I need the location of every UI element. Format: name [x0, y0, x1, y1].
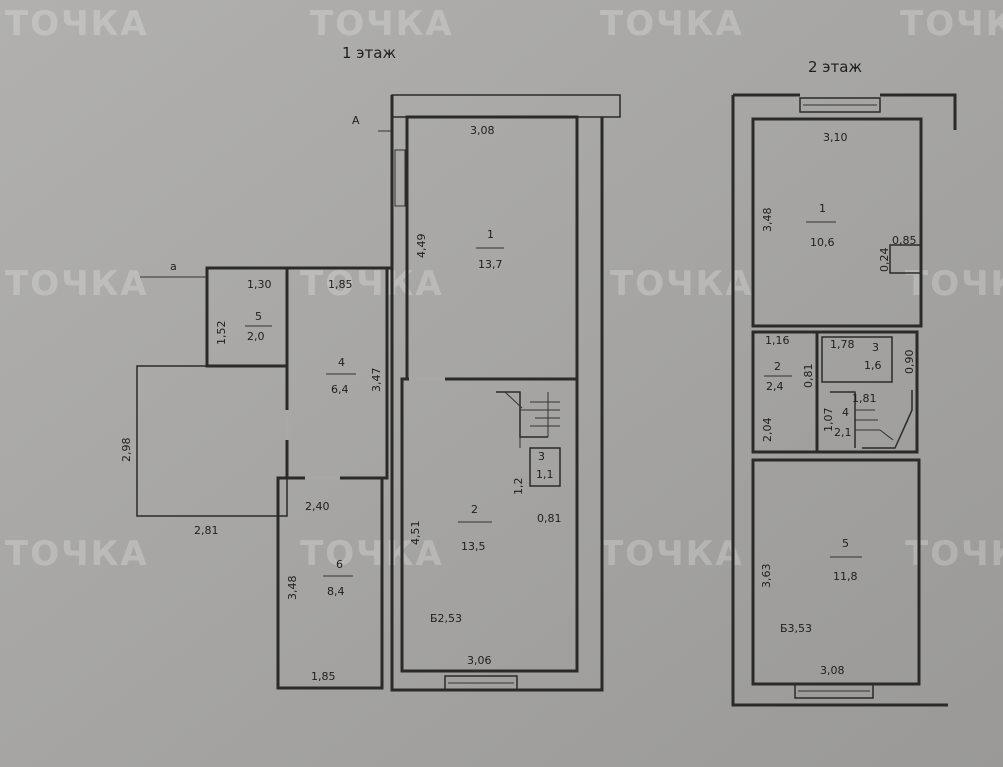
- room-3-number: 3: [538, 450, 545, 463]
- f2-room-1-number: 1: [819, 202, 826, 215]
- dim-r6-top: 2,40: [305, 500, 330, 513]
- f2-room-2-number: 2: [774, 360, 781, 373]
- dim-r5-left: 1,52: [215, 321, 228, 346]
- dim-r1-top: 3,08: [470, 124, 495, 137]
- f2-dim-r3-right: 0,90: [903, 350, 916, 375]
- room-2-walls: [400, 377, 579, 673]
- f2-dim-r2-right: 0,81: [802, 364, 815, 389]
- watermark: ТОЧКА: [905, 534, 1003, 574]
- f2-dim-r1-n2: 0,85: [892, 234, 917, 247]
- marker-a: А: [352, 114, 360, 127]
- dim-r3-small: 1,2: [512, 478, 525, 496]
- f2-dim-r4-top: 1,81: [852, 392, 877, 405]
- f2-outline-top-right: [880, 93, 957, 130]
- room-3-area: 1,1: [536, 468, 554, 481]
- room-4-number: 4: [338, 356, 345, 369]
- room-2-area: 13,5: [461, 540, 486, 553]
- watermark: ТОЧКА: [600, 534, 744, 574]
- f2-window-top: [799, 97, 881, 113]
- watermark: ТОЧКА: [5, 534, 149, 574]
- room-6-number: 6: [336, 558, 343, 571]
- f2-room-5-area: 11,8: [833, 570, 858, 583]
- room-4-area: 6,4: [331, 383, 349, 396]
- room-5: 1,30 5 2,0 1,52: [215, 278, 272, 345]
- f2-room-2-area: 2,4: [766, 380, 784, 393]
- f2-room-5-number: 5: [842, 537, 849, 550]
- dim-r2-bottom: 3,06: [467, 654, 492, 667]
- f2-room-3-walls: [821, 336, 893, 383]
- f2-dim-r2-left: 2,04: [761, 418, 774, 443]
- dim-r1-left: 4,49: [415, 234, 428, 259]
- dim-r5-top: 1,30: [247, 278, 272, 291]
- f2-room-5-walls: [751, 458, 921, 686]
- f2-room-1: 3,10 3,48 1 10,6 0,24 0,85: [761, 131, 917, 272]
- f2-dim-r1-left: 3,48: [761, 208, 774, 233]
- window-left: [394, 149, 406, 207]
- floor-1-plan: 1 этаж А а: [120, 44, 621, 692]
- watermark: ТОЧКА: [300, 534, 444, 574]
- room-3: 3 1,1 0,81 1,2: [512, 450, 562, 525]
- dim-r4-right: 3,47: [370, 368, 383, 393]
- f2-room-1-area: 10,6: [810, 236, 835, 249]
- f2-outline-left: [731, 95, 948, 707]
- room-1-number: 1: [487, 228, 494, 241]
- exterior-porch: [136, 365, 288, 517]
- room-5-number: 5: [255, 310, 262, 323]
- f2-dim-r1-n1: 0,24: [878, 248, 891, 273]
- room-2: 2 13,5 4,51 3,06 Б2,53: [409, 503, 492, 667]
- room-2-number: 2: [471, 503, 478, 516]
- watermark: ТОЧКА: [610, 264, 754, 304]
- watermarks: ТОЧКА ТОЧКА ТОЧКА ТОЧКА ТОЧКА ТОЧКА ТОЧК…: [5, 4, 1003, 574]
- f2-room-1-walls: [751, 117, 923, 328]
- f2-room-2: 1,16 2 2,4 2,04 0,81: [761, 334, 815, 442]
- f2-room-5: 5 11,8 3,63 3,08 Б3,53: [760, 537, 862, 677]
- room-4: 1,85 4 6,4 3,47: [326, 278, 383, 396]
- f2-dim-r3-top: 1,78: [830, 338, 855, 351]
- f2-room-4-area: 2,1: [834, 426, 852, 439]
- f2-room-4-number: 4: [842, 406, 849, 419]
- f2-room-3-area: 1,6: [864, 359, 882, 372]
- f2-dim-r5-left: 3,63: [760, 564, 773, 589]
- watermark: ТОЧКА: [310, 4, 454, 44]
- dim-r6-bottom: 1,85: [311, 670, 336, 683]
- f2-middle-walls: [751, 330, 919, 454]
- f2-room-3-number: 3: [872, 341, 879, 354]
- f2-dim-r5-bottom: 3,08: [820, 664, 845, 677]
- room-5-area: 2,0: [247, 330, 265, 343]
- room-1-area: 13,7: [478, 258, 503, 271]
- f2-room-4: 4 2,1 1,07 1,81: [822, 392, 877, 439]
- f2-dim-r1-top: 3,10: [823, 131, 848, 144]
- watermark: ТОЧКА: [5, 264, 149, 304]
- marker-a-small: а: [170, 260, 177, 273]
- dim-r2-left: 4,51: [409, 521, 422, 546]
- dim-ext-left: 2,98: [120, 438, 133, 463]
- f2-dim-r2-top: 1,16: [765, 334, 790, 347]
- f2-room-3: 1,78 3 1,6 0,90: [830, 338, 916, 374]
- dim-r4-top: 1,85: [328, 278, 353, 291]
- room-6: 2,40 6 8,4 3,48 1,85: [286, 500, 353, 683]
- floor-2-plan: 2 этаж 3,10 3,48 1: [731, 58, 957, 707]
- watermark: ТОЧКА: [5, 4, 149, 44]
- floor-1-title: 1 этаж: [342, 44, 396, 62]
- staircase: [496, 391, 561, 487]
- floor-2-title: 2 этаж: [808, 58, 862, 76]
- f2-niche: [889, 244, 922, 274]
- dim-r3-side: 0,81: [537, 512, 562, 525]
- window-bottom: [444, 675, 518, 691]
- watermark: ТОЧКА: [300, 264, 444, 304]
- watermark: ТОЧКА: [600, 4, 744, 44]
- dim-r6-left: 3,48: [286, 576, 299, 601]
- dim-r2-inner: Б2,53: [430, 612, 462, 625]
- f2-dim-r4-left: 1,07: [822, 408, 835, 433]
- dim-ext-bottom: 2,81: [194, 524, 219, 537]
- f2-staircase: [830, 390, 913, 449]
- room-1: 3,08 4,49 1 13,7: [415, 124, 504, 271]
- f2-dim-r5-inner: Б3,53: [780, 622, 812, 635]
- room-6-area: 8,4: [327, 585, 345, 598]
- watermark: ТОЧКА: [900, 4, 1003, 44]
